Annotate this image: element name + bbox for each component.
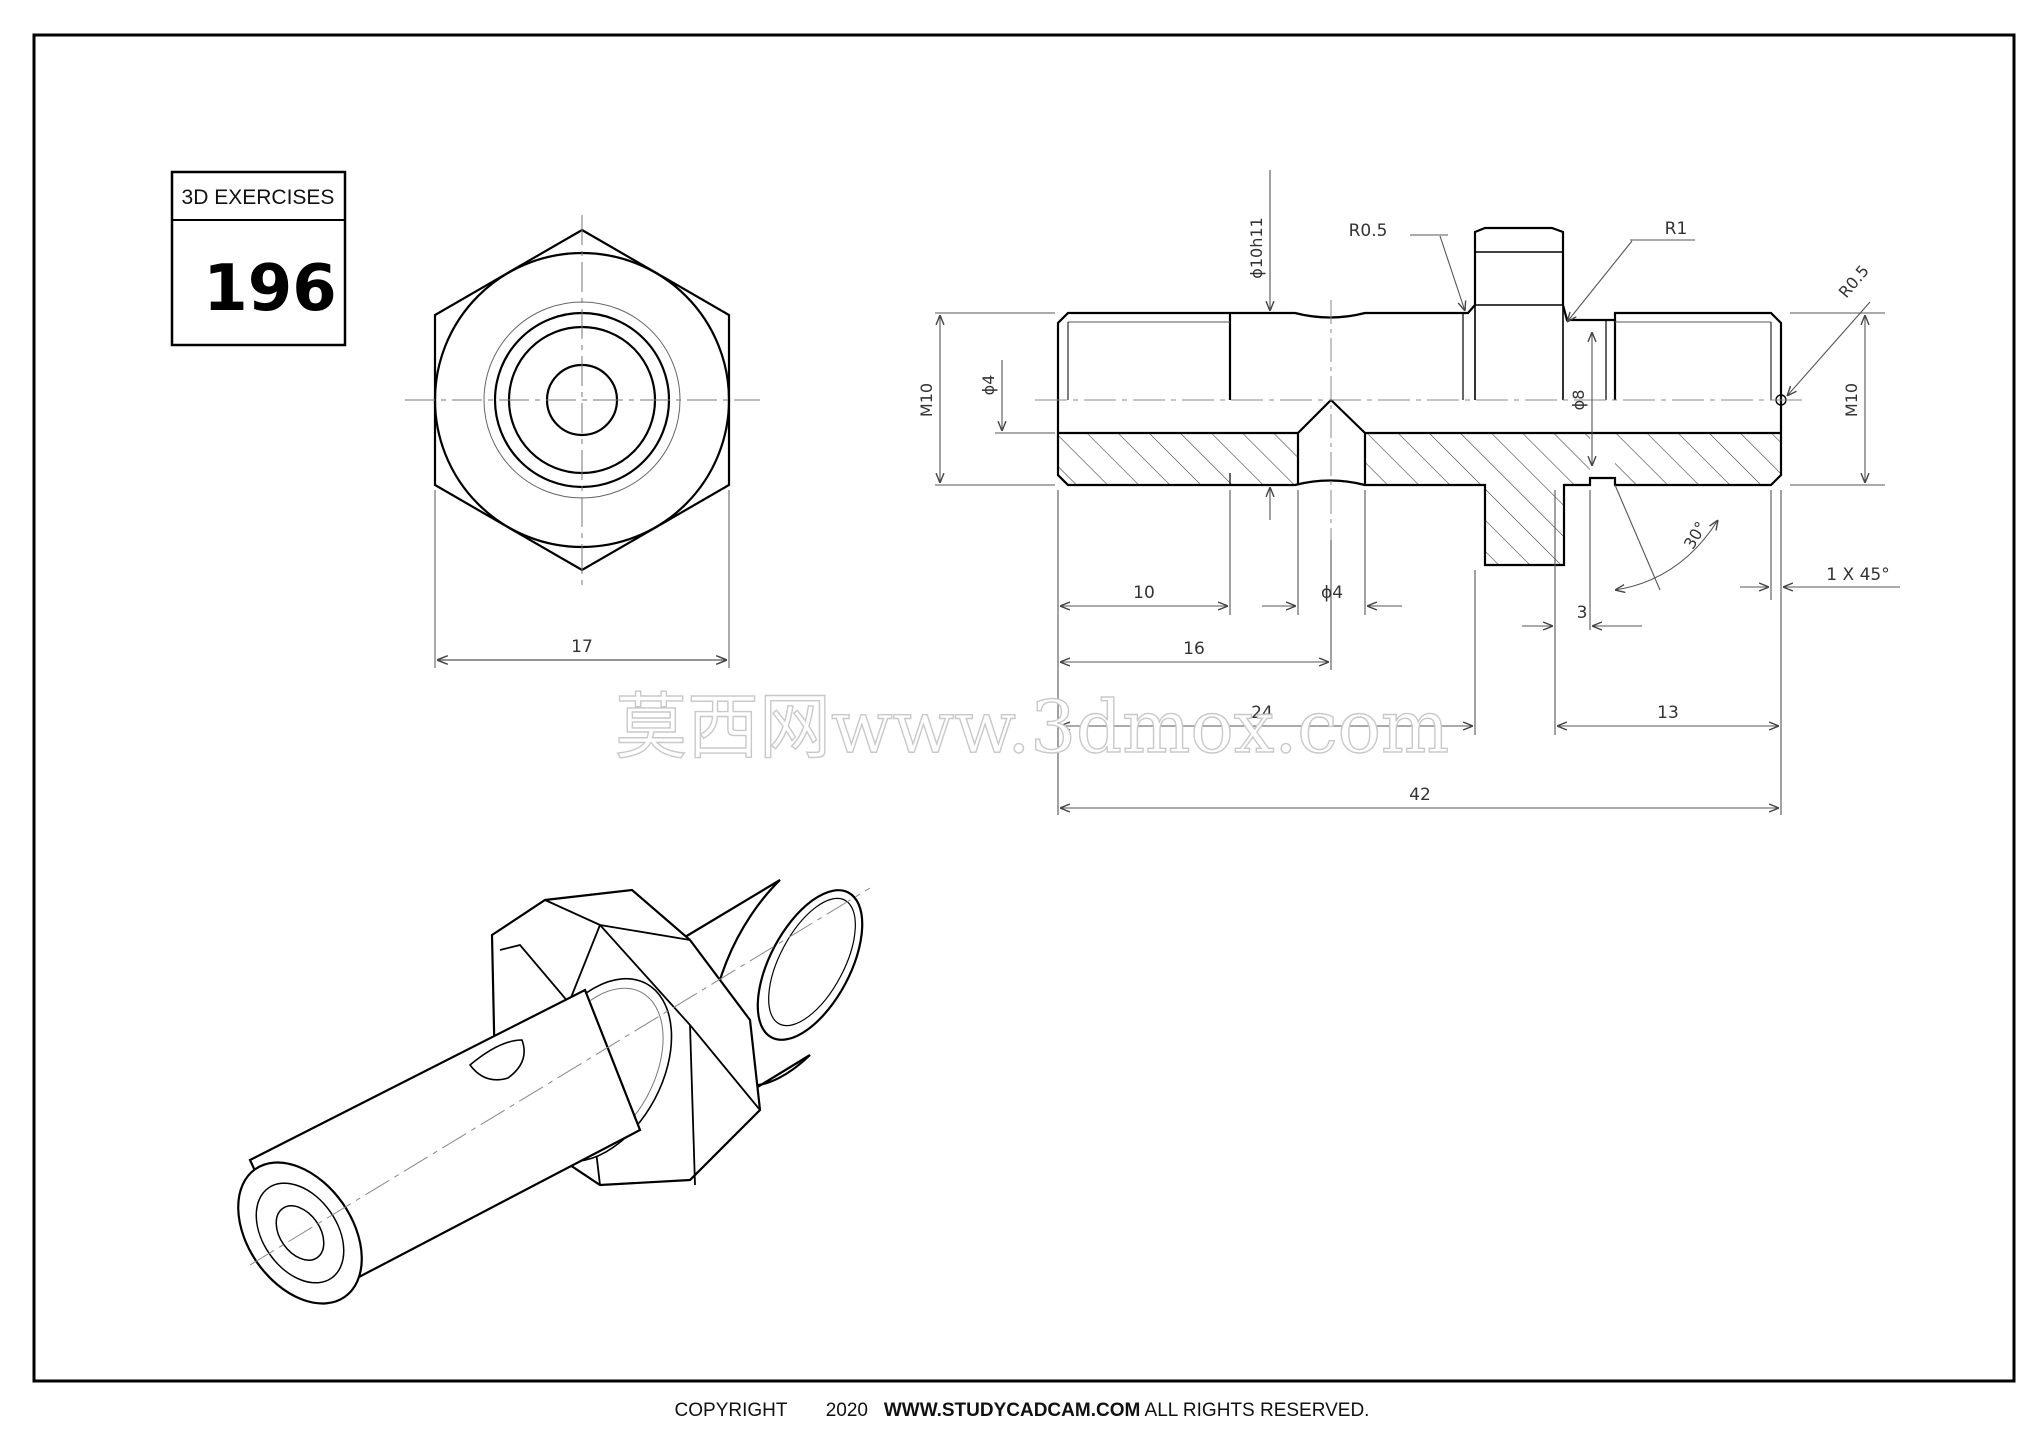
dim-m10-right-label: M10: [1842, 383, 1861, 417]
dim-24-label: 24: [1251, 703, 1273, 723]
front-view: [405, 215, 760, 668]
iso-bore: [275, 1205, 325, 1261]
section-hatch-hex: [1365, 433, 1590, 565]
footer: COPYRIGHT 2020 WWW.STUDYCADCAM.COM ALL R…: [0, 1400, 2044, 1422]
iso-cross-hole: [468, 1039, 525, 1081]
dim-d10h11-label: ϕ10h11: [1247, 217, 1266, 278]
dim-chamfer-label: 1 X 45°: [1826, 565, 1889, 585]
footer-rights: ALL RIGHTS RESERVED.: [1144, 1400, 1370, 1421]
dim-17-label: 17: [571, 637, 593, 657]
part-outline: [1056, 226, 1783, 567]
footer-year: 2020: [825, 1400, 868, 1421]
dim-10-label: 10: [1133, 583, 1155, 603]
dim-d8-label: ϕ8: [1569, 390, 1588, 411]
iso-axis-line: [249, 887, 871, 1266]
watermark-text: 莫西网www.3dmox.com: [615, 685, 1449, 769]
dim-13-label: 13: [1657, 703, 1679, 723]
section-hatch-left: [1058, 433, 1298, 485]
footer-copyright: COPYRIGHT: [674, 1400, 788, 1421]
dim-angle-30-label: 30°: [1680, 518, 1711, 552]
footer-site-link[interactable]: WWW.STUDYCADCAM.COM: [883, 1400, 1141, 1421]
dim-16-label: 16: [1183, 639, 1205, 659]
dim-d4-bottom-label: ϕ4: [1321, 583, 1343, 603]
badge-title: 3D EXERCISES: [182, 186, 335, 209]
dim-d4-left-label: ϕ4: [979, 375, 998, 396]
exercise-badge: 3D EXERCISES 196: [170, 170, 347, 347]
badge-number: 196: [203, 252, 337, 326]
dim-3-label: 3: [1577, 603, 1588, 623]
isometric-view: [237, 879, 871, 1305]
dim-42-label: 42: [1409, 785, 1431, 805]
section-view: ϕ10h11 R0.5 R1 R0.5 M10 ϕ4 ϕ8 M10 30° 1 …: [917, 170, 1900, 815]
section-hatch-right: [1615, 433, 1781, 485]
dim-r05-right-label: R0.5: [1835, 261, 1873, 301]
dim-r05-top-label: R0.5: [1349, 221, 1388, 241]
dim-m10-left-label: M10: [917, 383, 936, 417]
dim-r1-label: R1: [1665, 219, 1688, 239]
sheet-border: [32, 33, 2016, 1383]
